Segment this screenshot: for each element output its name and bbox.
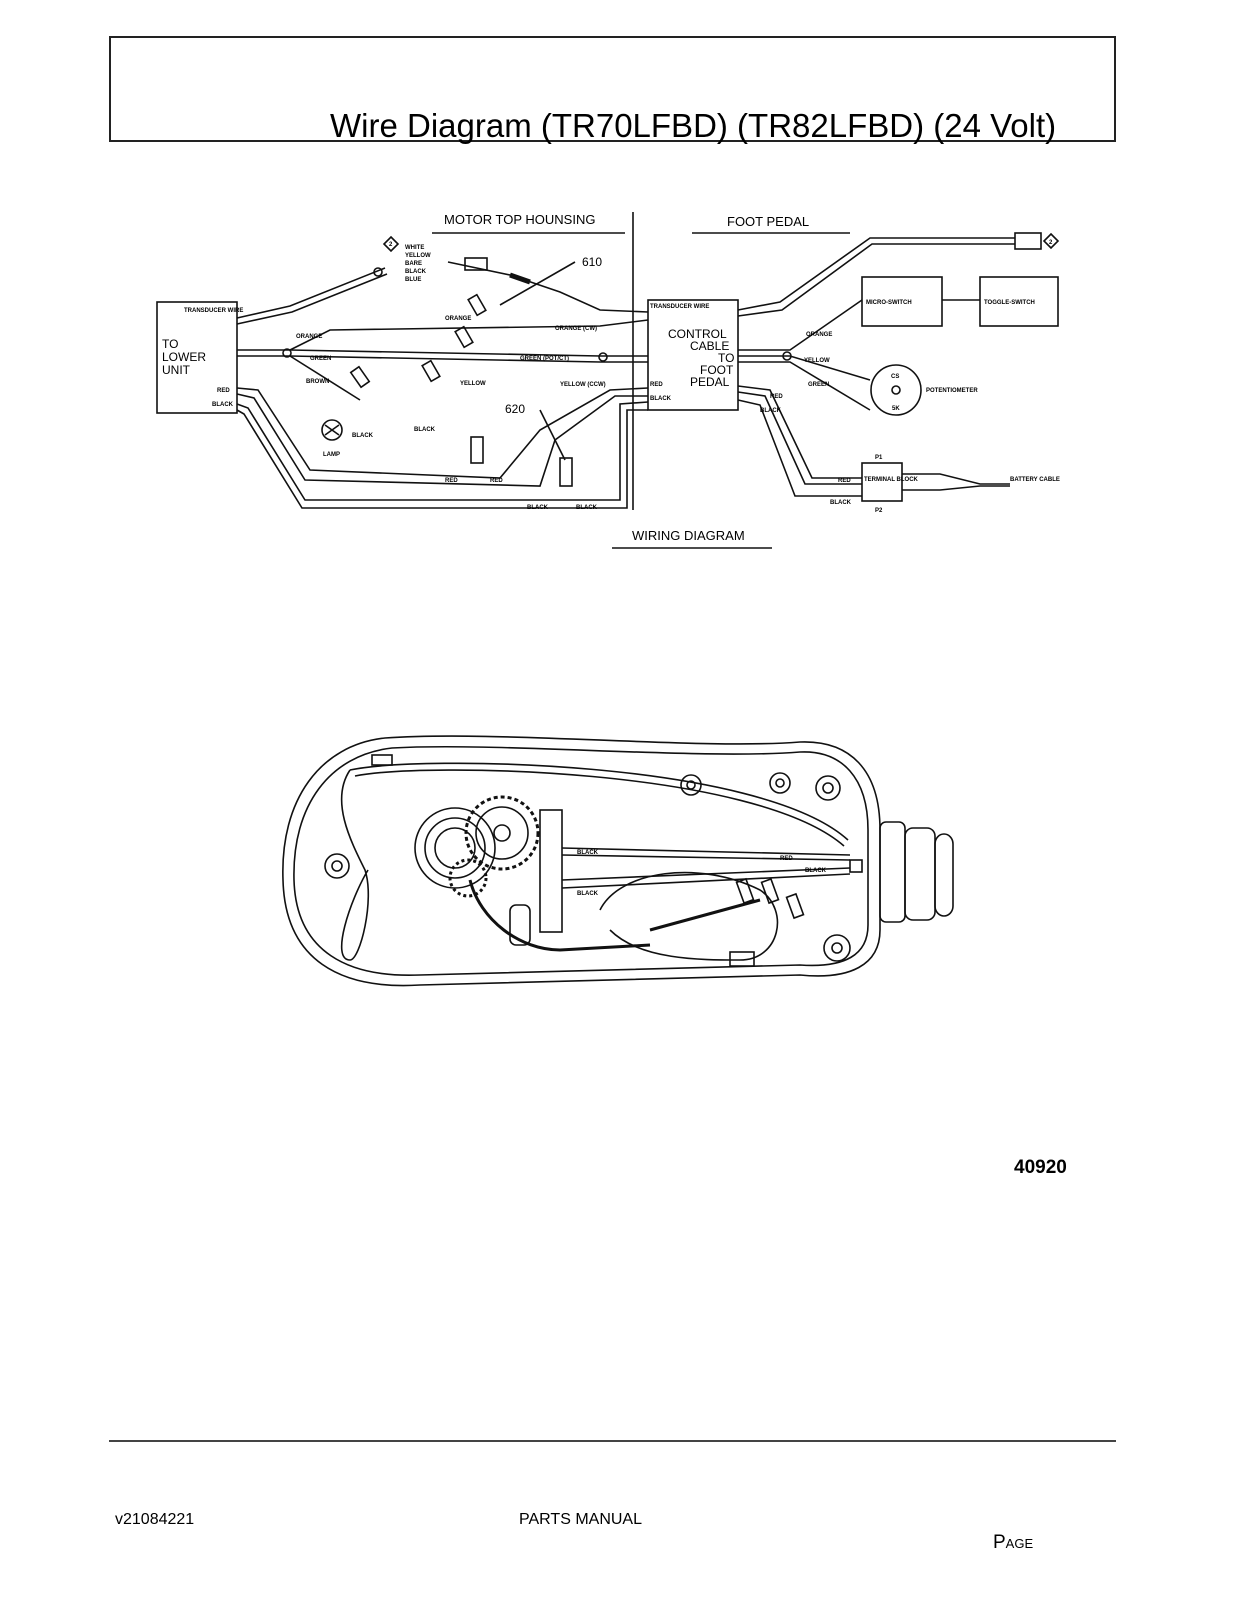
wire-yellow-mid: YELLOW bbox=[460, 381, 486, 387]
control-cable-line-4: FOOT bbox=[700, 363, 734, 377]
lower-unit-line-2: LOWER bbox=[162, 350, 206, 364]
wire-green-right: GREEN bbox=[808, 382, 829, 388]
wire-orange-left: ORANGE bbox=[296, 334, 322, 340]
wire-black-mid: BLACK bbox=[414, 427, 436, 433]
page-title: Wire Diagram (TR70LFBD) (TR82LFBD) (24 V… bbox=[330, 107, 1057, 144]
footer-version: v21084221 bbox=[115, 1511, 195, 1528]
housing-wire-black-1: BLACK bbox=[577, 850, 599, 856]
wire-green-pot: GREEN (POT/CT) bbox=[520, 356, 569, 362]
wire-yellow: YELLOW bbox=[405, 253, 431, 259]
terminal-block-label: TERMINAL BLOCK bbox=[864, 477, 919, 483]
p2-label: P2 bbox=[875, 508, 883, 514]
wire-black-lamp: BLACK bbox=[352, 433, 374, 439]
housing-wire-black-3: BLACK bbox=[805, 868, 827, 874]
figure-number: 40920 bbox=[1014, 1157, 1067, 1178]
control-cable-line-3: TO bbox=[718, 351, 734, 365]
wire-yellow-right: YELLOW bbox=[804, 358, 830, 364]
motor-top-heading: MOTOR TOP HOUNSING bbox=[444, 212, 595, 227]
wire-white: WHITE bbox=[405, 245, 424, 251]
p1-label: P1 bbox=[875, 455, 883, 461]
wire-black-left: BLACK bbox=[212, 402, 234, 408]
wire-black-bottom-2: BLACK bbox=[576, 505, 598, 511]
housing-wire-black-2: BLACK bbox=[577, 891, 599, 897]
transducer-wire-left: TRANSDUCER WIRE bbox=[184, 308, 243, 314]
wire-yellow-ccw: YELLOW (CCW) bbox=[560, 382, 606, 388]
wire-red-terminal: RED bbox=[838, 478, 851, 484]
lower-unit-line-3: UNIT bbox=[162, 363, 191, 377]
callout-610: 610 bbox=[582, 255, 602, 269]
wire-black-terminal: BLACK bbox=[830, 500, 852, 506]
wire-orange-mid: ORANGE bbox=[445, 316, 471, 322]
battery-cable-label: BATTERY CABLE bbox=[1010, 477, 1060, 483]
pot-top-label: CS bbox=[891, 374, 899, 380]
wire-red-control: RED bbox=[650, 382, 663, 388]
diamond-callout-left: 2 bbox=[389, 242, 393, 248]
wire-black-bottom-1: BLACK bbox=[527, 505, 549, 511]
wire-red-left: RED bbox=[217, 388, 230, 394]
footer-page-label: Page bbox=[993, 1532, 1034, 1553]
micro-switch-label: MICRO-SWITCH bbox=[866, 300, 912, 306]
control-cable-line-5: PEDAL bbox=[690, 375, 730, 389]
wire-bare: BARE bbox=[405, 261, 422, 267]
housing-wire-red: RED bbox=[780, 856, 793, 862]
footer-rule bbox=[109, 1440, 1116, 1442]
diamond-callout-right: 2 bbox=[1049, 240, 1053, 246]
wire-black-right: BLACK bbox=[760, 408, 782, 414]
pot-bottom-label: 5K bbox=[892, 406, 900, 412]
wire-orange-cw: ORANGE (CW) bbox=[555, 326, 597, 332]
potentiometer-label: POTENTIOMETER bbox=[926, 388, 978, 394]
control-cable-line-1: CONTROL bbox=[668, 327, 727, 341]
toggle-switch-label: TOGGLE-SWITCH bbox=[984, 300, 1035, 306]
title-box bbox=[109, 36, 1116, 142]
wire-brown: BROWN bbox=[306, 379, 329, 385]
footer-manual-title: PARTS MANUAL bbox=[519, 1511, 642, 1528]
wire-red-bottom-2: RED bbox=[490, 478, 503, 484]
control-cable-line-2: CABLE bbox=[690, 339, 729, 353]
wire-red-bottom-1: RED bbox=[445, 478, 458, 484]
callout-620: 620 bbox=[505, 402, 525, 416]
wire-red-right: RED bbox=[770, 394, 783, 400]
transducer-wire-right: TRANSDUCER WIRE bbox=[650, 304, 709, 310]
wire-black: BLACK bbox=[405, 269, 427, 275]
wire-green-left: GREEN bbox=[310, 356, 331, 362]
wire-black-control: BLACK bbox=[650, 396, 672, 402]
wire-orange-right: ORANGE bbox=[806, 332, 832, 338]
foot-pedal-heading: FOOT PEDAL bbox=[727, 214, 809, 229]
wire-blue: BLUE bbox=[405, 277, 421, 283]
lamp-label: LAMP bbox=[323, 452, 340, 458]
wiring-diagram-caption: WIRING DIAGRAM bbox=[632, 528, 745, 543]
lower-unit-line-1: TO bbox=[162, 337, 178, 351]
